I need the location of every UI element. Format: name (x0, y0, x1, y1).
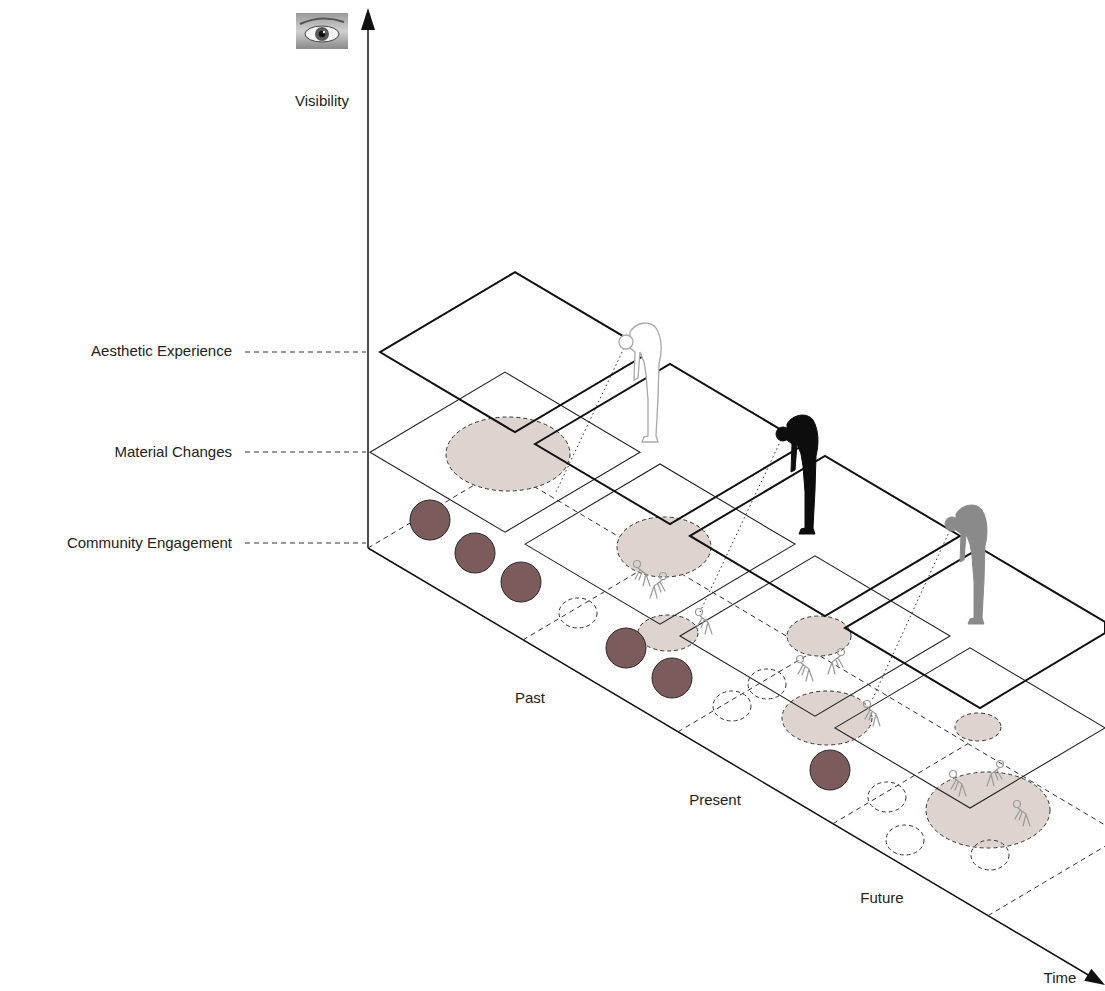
engagement-area (638, 615, 698, 651)
worker-figure (650, 573, 667, 599)
leader-line (245, 543, 366, 544)
sight-lines (556, 348, 950, 700)
axes (361, 8, 1105, 985)
engagement-area (782, 691, 872, 745)
material-area (787, 616, 851, 656)
material-plane (835, 648, 1105, 808)
eye-icon (296, 13, 348, 49)
material-plane (370, 372, 640, 532)
viewer-figure (619, 323, 661, 442)
eye-white (305, 26, 339, 42)
worker-figure (1014, 801, 1031, 827)
aesthetic-plane (690, 456, 960, 616)
material-plane (680, 556, 950, 716)
leader-line (245, 452, 366, 453)
eyebrow (300, 18, 344, 24)
eye-photo (296, 13, 348, 49)
plane-edge (503, 468, 1105, 825)
material-plane (525, 464, 795, 624)
engagement-dot (652, 658, 692, 698)
axis-label: Community Engagement (67, 534, 232, 551)
axis-arrowhead (361, 8, 375, 30)
engagement-dot (410, 500, 450, 540)
eye-pupil (319, 31, 325, 37)
worker-figure (864, 701, 881, 727)
empty-circle (868, 782, 906, 812)
axis-label: Future (860, 889, 903, 906)
community-plane (368, 468, 1105, 916)
axis-label: Aesthetic Experience (91, 342, 232, 359)
empty-circle (748, 669, 786, 699)
worker-figure (987, 761, 1004, 787)
leader-lines (245, 352, 366, 543)
workers (634, 561, 1031, 827)
axis-label: Past (515, 689, 545, 706)
eye-iris (315, 27, 329, 41)
worker-figure (696, 609, 713, 635)
empty-circle (713, 691, 751, 721)
viewer-figure (776, 415, 818, 534)
viewer-figure (945, 505, 987, 624)
worker-figure (634, 561, 651, 587)
engagement-dot (606, 628, 646, 668)
material-area (955, 713, 1001, 741)
empty-circle (886, 825, 924, 855)
worker-figure (797, 656, 814, 682)
material-planes (370, 372, 1105, 808)
sight-line (556, 348, 624, 492)
engagement-dot (501, 562, 541, 602)
plane-edge (988, 846, 1105, 915)
worker-figure (950, 771, 967, 797)
aesthetic-plane (380, 272, 650, 432)
engagement-dot (810, 750, 850, 790)
sight-line (872, 530, 950, 700)
aesthetic-plane (535, 364, 805, 524)
worker-figure (828, 649, 845, 675)
axis-label: Visibility (295, 92, 349, 109)
empty-circle (971, 840, 1009, 870)
eye-glint (323, 31, 325, 33)
axis-arrowhead (1084, 969, 1105, 985)
sight-line (700, 440, 781, 612)
empty-circle (559, 598, 597, 628)
engagement-dot (455, 533, 495, 573)
visibility-axis (367, 28, 369, 548)
aesthetic-planes (380, 272, 1105, 708)
viewers (619, 323, 987, 624)
material-area (617, 517, 711, 577)
axis-label: Time (1044, 969, 1077, 986)
axis-label: Material Changes (114, 443, 232, 460)
community-marks (410, 500, 1050, 870)
material-marks (446, 417, 1001, 741)
leader-line (245, 352, 366, 353)
axis-label: Present (689, 791, 741, 808)
